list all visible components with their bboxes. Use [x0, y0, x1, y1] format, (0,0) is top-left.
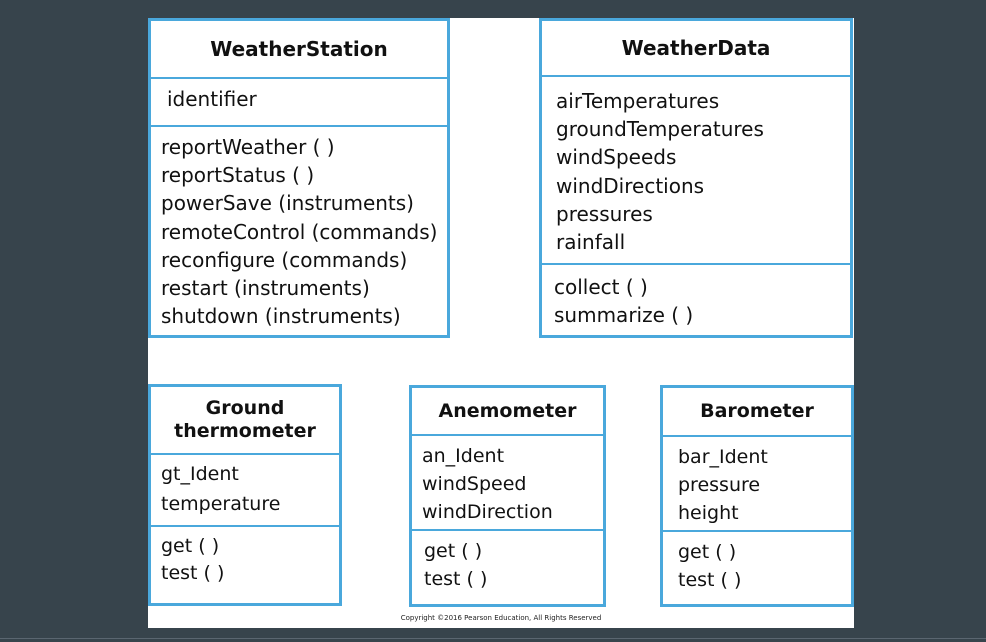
attributes-section: an_Ident windSpeed windDirection — [412, 436, 603, 531]
class-name: WeatherStation — [151, 21, 447, 79]
attribute: groundTemperatures — [556, 117, 764, 142]
attribute: windDirections — [556, 173, 705, 198]
attributes-section: bar_Ident pressure height — [663, 437, 851, 532]
operation: test ( ) — [424, 568, 488, 590]
attribute: height — [678, 502, 739, 524]
operation: powerSave (instruments) — [161, 191, 414, 216]
attribute: windSpeeds — [556, 145, 677, 170]
attribute: windDirection — [422, 501, 553, 523]
operation: test ( ) — [678, 569, 742, 591]
operation: shutdown (instruments) — [161, 304, 401, 329]
operations-section: get ( ) test ( ) — [412, 531, 603, 593]
attribute: an_Ident — [422, 445, 505, 467]
attribute: temperature — [161, 493, 281, 515]
operation: get ( ) — [161, 535, 220, 557]
operation: test ( ) — [161, 562, 225, 584]
operation: get ( ) — [678, 541, 737, 563]
attribute: pressure — [678, 474, 761, 496]
attributes-section: airTemperatures groundTemperatures windS… — [542, 77, 850, 265]
operations-section: reportWeather ( ) reportStatus ( ) power… — [151, 127, 447, 330]
attributes-section: identifier — [151, 79, 447, 127]
class-name: Ground thermometer — [151, 387, 339, 455]
class-barometer: Barometer bar_Ident pressure height get … — [660, 385, 854, 607]
attribute: windSpeed — [422, 473, 527, 495]
operation: reconfigure (commands) — [161, 247, 408, 272]
class-anemometer: Anemometer an_Ident windSpeed windDirect… — [409, 385, 606, 607]
class-name: WeatherData — [542, 21, 850, 77]
attribute: airTemperatures — [556, 89, 720, 113]
class-name: Barometer — [663, 388, 851, 437]
bottom-divider — [0, 638, 986, 639]
operation: get ( ) — [424, 540, 483, 562]
attribute: gt_Ident — [161, 463, 239, 485]
operation: summarize ( ) — [554, 303, 694, 328]
operation: reportStatus ( ) — [161, 163, 315, 188]
class-ground-thermometer: Ground thermometer gt_Ident temperature … — [148, 384, 342, 606]
attribute: bar_Ident — [678, 446, 768, 468]
class-weather-station: WeatherStation identifier reportWeather … — [148, 18, 450, 338]
class-name-line: Ground — [205, 397, 285, 420]
operation: remoteControl (commands) — [161, 219, 438, 244]
diagram-canvas: WeatherStation identifier reportWeather … — [148, 18, 854, 628]
operations-section: get ( ) test ( ) — [151, 527, 339, 587]
attributes-section: gt_Ident temperature — [151, 455, 339, 527]
operations-section: collect ( ) summarize ( ) — [542, 265, 850, 329]
class-weather-data: WeatherData airTemperatures groundTemper… — [539, 18, 853, 338]
attribute: pressures — [556, 201, 653, 226]
attribute: rainfall — [556, 230, 626, 255]
operations-section: get ( ) test ( ) — [663, 532, 851, 594]
copyright-notice: Copyright ©2016 Pearson Education, All R… — [400, 614, 602, 622]
class-name: Anemometer — [412, 388, 603, 436]
operation: reportWeather ( ) — [161, 135, 335, 159]
attribute: identifier — [167, 87, 257, 111]
operation: collect ( ) — [554, 275, 648, 299]
operation: restart (instruments) — [161, 276, 370, 301]
class-name-line: thermometer — [174, 420, 316, 442]
